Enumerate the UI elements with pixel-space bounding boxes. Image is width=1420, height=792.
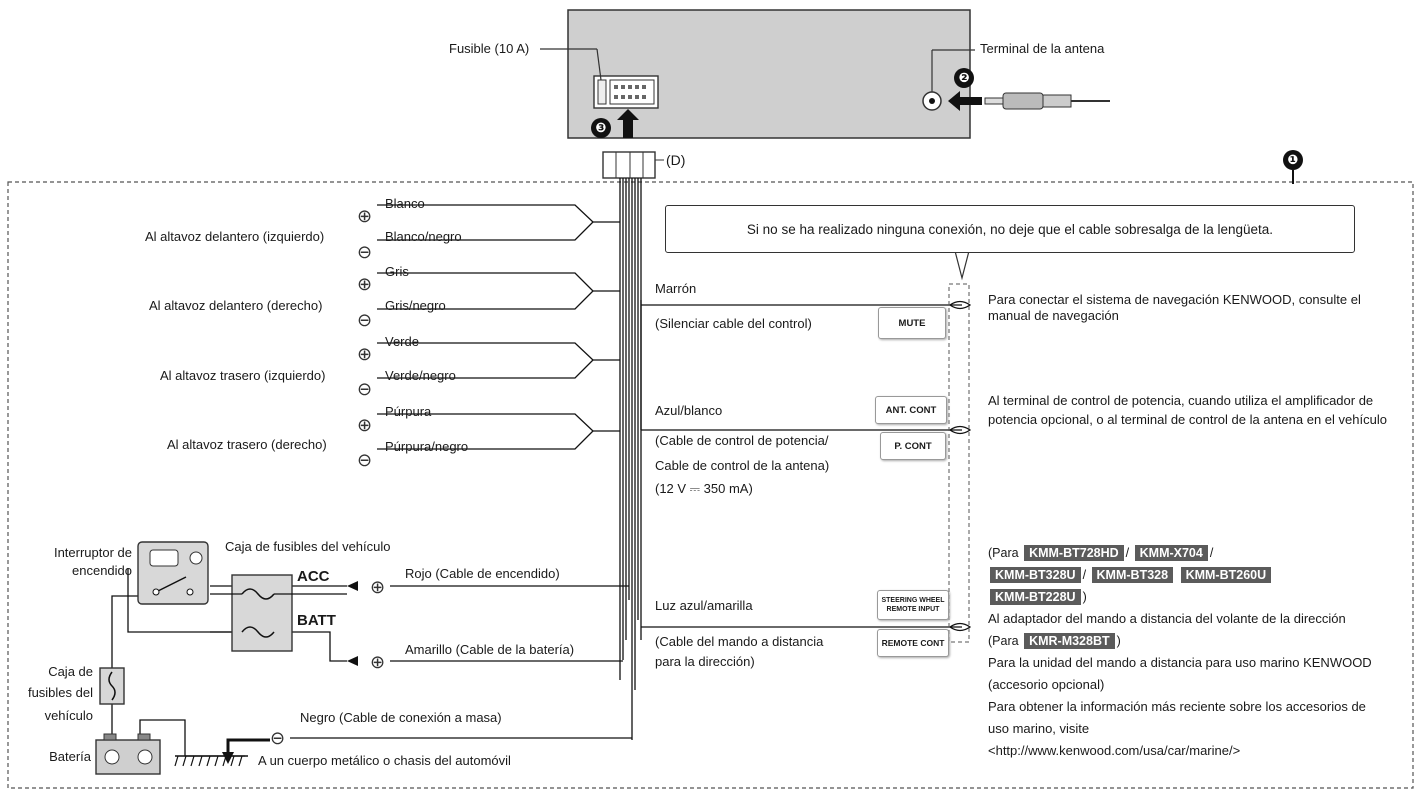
model-list-line: KMM-BT328U/ KMM-BT328 KMM-BT260U	[988, 567, 1273, 583]
separator: /	[1082, 568, 1087, 582]
minus-icon: ⊖	[357, 242, 373, 262]
minus-icon: ⊖	[357, 310, 373, 330]
para-open: (Para	[988, 634, 1019, 648]
model-badge: KMM-BT228U	[990, 589, 1081, 605]
model-list-line: KMM-BT228U)	[988, 589, 1087, 605]
para-open: (Para	[988, 546, 1019, 560]
antenna-terminal-label: Terminal de la antena	[980, 41, 1105, 56]
steering-wheel-tag-line: REMOTE INPUT	[886, 606, 940, 613]
speaker-plus-color: Verde	[385, 334, 419, 349]
steering-target: Al adaptador del mando a distancia del v…	[988, 611, 1346, 626]
speaker-destination: Al altavoz trasero (izquierdo)	[160, 368, 326, 383]
model-badge: KMM-X704	[1134, 545, 1208, 561]
step-3-badge: ❸	[591, 118, 611, 138]
steering-wheel-tag-line: STEERING WHEEL	[881, 597, 945, 604]
speaker-minus-color: Gris/negro	[385, 298, 446, 313]
insert-arrow-icon	[617, 109, 639, 138]
ground-target-label: A un cuerpo metálico o chasis del automó…	[258, 753, 511, 768]
antenna-wire-desc: (Cable de control de potencia/	[655, 433, 829, 448]
model-badge: KMM-BT728HD	[1024, 545, 1124, 561]
small-fuse-box-label: fusibles del	[27, 685, 93, 700]
step-2-badge: ❷	[954, 68, 974, 88]
plus-icon: ⊕	[357, 274, 373, 294]
connection-note: Si no se ha realizado ninguna conexión, …	[665, 205, 1355, 253]
speaker-plus-color: Púrpura	[385, 404, 432, 419]
kit-boundary	[7, 181, 1414, 789]
antenna-plug	[1002, 92, 1044, 110]
steering-wheel-tag: STEERING WHEEL REMOTE INPUT	[877, 590, 949, 620]
small-fuse-box-label: Caja de	[48, 664, 93, 679]
marine-target: Para obtener la información más reciente…	[988, 699, 1366, 714]
marine-url-link[interactable]: <http://www.kenwood.com/usa/car/marine/>	[988, 743, 1241, 758]
red-wire-label: Rojo (Cable de encendido)	[405, 566, 560, 581]
marine-model-line: (Para KMR-M328BT)	[988, 633, 1121, 649]
step-1-badge: ❶	[1283, 150, 1303, 170]
remote-wire-color: Luz azul/amarilla	[655, 598, 753, 613]
fuse-label: Fusible (10 A)	[449, 41, 530, 56]
marine-target: Para la unidad del mando a distancia par…	[988, 655, 1372, 670]
remote-wire-desc: (Cable del mando a distancia	[655, 634, 824, 649]
battery-label: Batería	[49, 749, 91, 764]
minus-icon: ⊖	[357, 379, 373, 399]
mute-wire-desc: (Silenciar cable del control)	[655, 316, 812, 331]
remote-wire-desc: para la dirección)	[655, 654, 755, 669]
speaker-wires	[377, 204, 620, 450]
harness-bundle	[619, 178, 642, 740]
ignition-switch-label: encendido	[72, 563, 132, 578]
speaker-plus-color: Gris	[385, 264, 409, 279]
batt-label: BATT	[297, 612, 336, 629]
black-wire-label: Negro (Cable de conexión a masa)	[300, 710, 502, 725]
marine-target: (accesorio opcional)	[988, 677, 1105, 692]
fuse-box-label: Caja de fusibles del vehículo	[225, 539, 391, 554]
vehicle-fuse-box	[231, 574, 293, 652]
model-badge: KMM-BT328U	[990, 567, 1081, 583]
separator: /	[1209, 546, 1214, 560]
close-paren: )	[1082, 590, 1087, 604]
p-cont-tag: P. CONT	[880, 432, 946, 460]
speaker-destination: Al altavoz delantero (derecho)	[149, 298, 323, 313]
model-badge: KMR-M328BT	[1024, 633, 1115, 649]
minus-icon: ⊖	[357, 450, 373, 470]
mute-target: Para conectar el sistema de navegación K…	[988, 292, 1361, 323]
antenna-arrow-icon	[948, 91, 982, 111]
ignition-switch-label: Interruptor de	[53, 545, 132, 560]
plus-icon: ⊕	[370, 577, 386, 597]
plus-icon: ⊕	[357, 344, 373, 364]
mute-tag: MUTE	[878, 307, 946, 339]
close-paren: )	[1116, 634, 1121, 648]
connector-d-label: (D)	[666, 152, 686, 168]
plus-icon: ⊕	[357, 206, 373, 226]
connector-d	[602, 151, 656, 179]
separator: /	[1125, 546, 1130, 560]
antenna-target: Al terminal de control de potencia, cuan…	[988, 393, 1387, 427]
antenna-wire-color: Azul/blanco	[655, 403, 723, 418]
acc-label: ACC	[297, 568, 330, 585]
antenna-wire-rating: (12 V ⎓ 350 mA)	[655, 481, 753, 496]
mute-wire-color: Marrón	[655, 281, 697, 296]
speaker-minus-color: Púrpura/negro	[385, 439, 469, 454]
model-badge: KMM-BT260U	[1180, 567, 1272, 583]
model-badge: KMM-BT328	[1091, 567, 1174, 583]
plus-icon: ⊕	[370, 652, 386, 672]
remote-cont-tag: REMOTE CONT	[877, 629, 949, 657]
ant-cont-tag: ANT. CONT	[875, 396, 947, 424]
minus-icon: ⊖	[270, 728, 286, 748]
small-fuse-box-label: vehículo	[44, 708, 93, 723]
model-list-line: (Para KMM-BT728HD/ KMM-X704/	[988, 545, 1213, 561]
speaker-destination: Al altavoz trasero (derecho)	[167, 437, 327, 452]
marine-target: uso marino, visite	[988, 721, 1090, 736]
speaker-plus-color: Blanco	[385, 196, 425, 211]
control-wires	[640, 300, 972, 640]
yellow-wire-label: Amarillo (Cable de la batería)	[405, 642, 575, 657]
speaker-minus-color: Blanco/negro	[385, 229, 462, 244]
antenna-wire-desc: Cable de control de la antena)	[655, 458, 830, 473]
speaker-destination: Al altavoz delantero (izquierdo)	[145, 229, 325, 244]
speaker-minus-color: Verde/negro	[385, 368, 456, 383]
plus-icon: ⊕	[357, 415, 373, 435]
